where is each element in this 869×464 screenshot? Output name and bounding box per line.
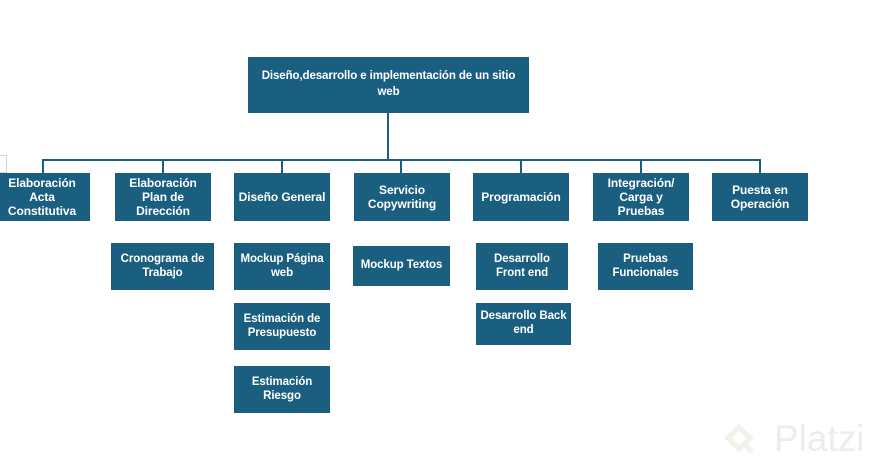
node-diseno-general[interactable]: Diseño General xyxy=(234,173,330,221)
node-elaboracion-plan-de-direccion[interactable]: Elaboración Plan de Dirección xyxy=(115,173,211,221)
connector-drop-2 xyxy=(162,159,164,173)
platzi-wordmark: Platzi xyxy=(774,417,865,459)
node-desarrollo-front-end[interactable]: Desarrollo Front end xyxy=(476,243,568,290)
node-mockup-textos[interactable]: Mockup Textos xyxy=(353,246,450,286)
connector-drop-7 xyxy=(759,159,761,173)
connector-drop-3 xyxy=(281,159,283,173)
node-programacion[interactable]: Programación xyxy=(473,173,569,221)
node-puesta-en-operacion[interactable]: Puesta en Operación xyxy=(712,173,808,221)
node-desarrollo-back-end[interactable]: Desarrollo Back end xyxy=(476,303,571,345)
connector-drop-1 xyxy=(42,159,44,173)
node-estimacion-riesgo[interactable]: Estimación Riesgo xyxy=(234,366,330,413)
connector-root-trunk xyxy=(387,113,389,161)
node-integracion-carga-y-pruebas[interactable]: Integración/ Carga y Pruebas xyxy=(593,173,689,221)
node-elaboracion-acta-constitutiva[interactable]: Elaboración Acta Constitutiva xyxy=(0,173,90,221)
platzi-watermark: Platzi xyxy=(722,417,864,459)
node-servicio-copywriting[interactable]: Servicio Copywriting xyxy=(354,173,450,221)
platzi-logo-icon xyxy=(722,417,764,459)
node-pruebas-funcionales[interactable]: Pruebas Funcionales xyxy=(598,243,693,290)
node-root[interactable]: Diseño,desarrollo e implementación de un… xyxy=(248,57,529,113)
connector-drop-5 xyxy=(520,159,522,173)
connector-drop-6 xyxy=(640,159,642,173)
canvas-edge-artifact xyxy=(0,155,7,173)
node-estimacion-de-presupuesto[interactable]: Estimación de Presupuesto xyxy=(234,303,330,350)
node-cronograma-de-trabajo[interactable]: Cronograma de Trabajo xyxy=(111,243,214,290)
node-mockup-pagina-web[interactable]: Mockup Página web xyxy=(234,243,330,290)
connector-drop-4 xyxy=(400,159,402,173)
